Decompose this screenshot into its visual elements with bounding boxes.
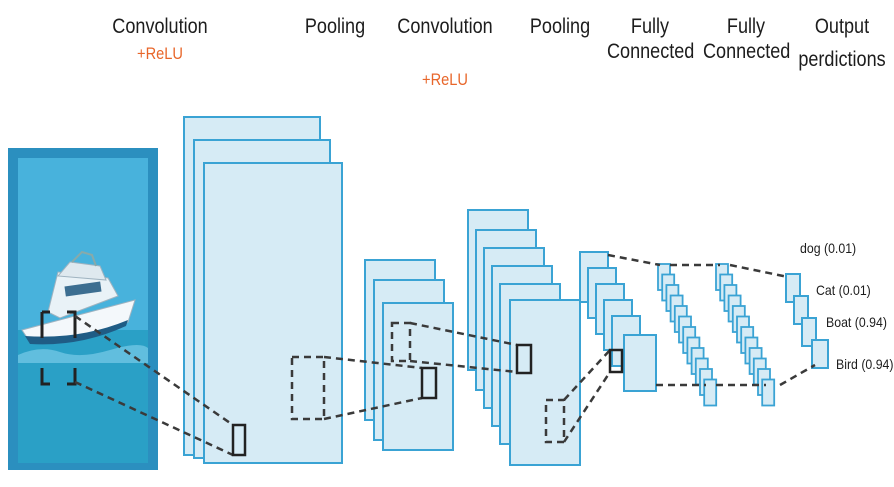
header-label: Connected (703, 40, 791, 63)
header-fully-connected-2: Fully Connected (703, 14, 791, 64)
header-label: Fully (630, 15, 670, 38)
fc2-stack (715, 263, 776, 407)
pool2-stack (579, 251, 657, 392)
header-convolution-1: Convolution (104, 14, 216, 39)
header-pooling-1: Pooling (296, 14, 373, 39)
connections (74, 253, 816, 457)
fc1-stack (657, 263, 718, 407)
relu-label-1: +ReLU (137, 44, 183, 63)
relu-label-2: +ReLU (422, 70, 468, 89)
prediction-dog: dog (0.01) (800, 240, 857, 256)
header-output-predictions: Output perdictions (797, 14, 886, 72)
fc1-neuron (703, 378, 718, 407)
kernel-bracket (40, 310, 77, 386)
header-label: perdictions (798, 48, 886, 71)
header-label: Convolution (397, 15, 493, 38)
header-pooling-2: Pooling (521, 14, 598, 39)
prediction-boat: Boat (0.94) (826, 314, 887, 330)
kernel-squares (231, 343, 624, 457)
header-label: Pooling (529, 15, 591, 38)
header-convolution-2: Convolution (389, 14, 501, 39)
header-label: Connected (607, 40, 695, 63)
header-label: Fully (726, 15, 766, 38)
input-image (8, 148, 158, 470)
output-stack (785, 273, 829, 369)
header-label: Output (814, 15, 870, 38)
prediction-bird: Bird (0.94) (836, 356, 894, 372)
conv1-stack (183, 116, 343, 464)
prediction-cat: Cat (0.01) (816, 282, 871, 298)
header-label: Convolution (112, 15, 208, 38)
fc2-neuron (761, 378, 776, 407)
header-fully-connected-1: Fully Connected (607, 14, 695, 64)
boat-icon (21, 250, 136, 345)
header-label: Pooling (304, 15, 366, 38)
output-node-bird (811, 339, 829, 369)
wave (18, 344, 148, 363)
